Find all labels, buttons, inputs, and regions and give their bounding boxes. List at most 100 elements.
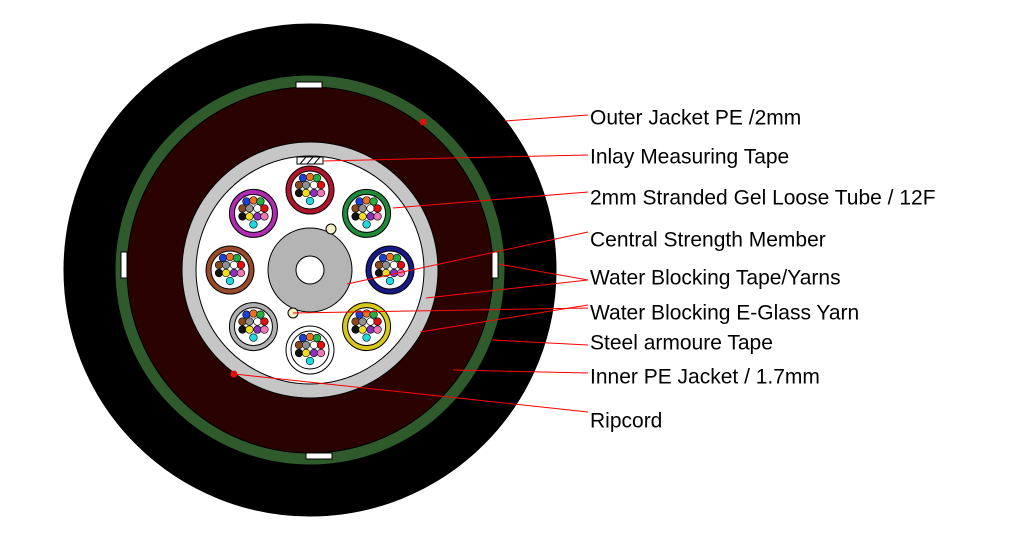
optical-fiber — [253, 204, 262, 213]
optical-fiber — [229, 260, 239, 270]
optical-fiber — [309, 340, 319, 350]
optical-fiber — [351, 325, 360, 334]
optical-fiber — [245, 317, 254, 326]
optical-fiber — [218, 253, 228, 263]
optical-fiber — [358, 317, 367, 326]
optical-fiber — [260, 325, 269, 334]
label-outer-jacket: Outer Jacket PE /2mm — [590, 107, 801, 130]
label-central-strength-member: Central Strength Member — [590, 229, 826, 252]
label-inlay-measuring-tape: Inlay Measuring Tape — [590, 146, 789, 169]
optical-fiber — [221, 260, 231, 270]
optical-fiber — [309, 180, 319, 190]
optical-fiber — [396, 260, 406, 270]
optical-fiber — [294, 340, 304, 350]
optical-fiber — [362, 196, 371, 205]
optical-fiber — [253, 317, 262, 326]
optical-fiber — [309, 188, 319, 198]
optical-fiber — [392, 253, 402, 263]
label-inner-pe-jacket: Inner PE Jacket / 1.7mm — [590, 366, 820, 389]
optical-fiber — [366, 212, 375, 221]
optical-fiber — [389, 260, 399, 270]
optical-fiber — [374, 268, 384, 278]
optical-fiber — [355, 197, 364, 206]
optical-fiber — [373, 325, 382, 334]
optical-fiber — [225, 276, 235, 286]
central-member-core — [295, 255, 325, 285]
optical-fiber — [366, 325, 375, 334]
leader-line-armour-tape — [419, 304, 589, 333]
optical-fiber — [351, 317, 360, 326]
optical-fiber — [358, 204, 367, 213]
optical-fiber — [358, 325, 367, 334]
optical-fiber — [256, 197, 265, 206]
optical-fiber — [232, 253, 242, 263]
optical-fiber — [312, 173, 322, 183]
optical-fiber — [294, 188, 304, 198]
optical-fiber — [381, 260, 391, 270]
label-steel-armour-tape: Steel armoure Tape — [590, 332, 773, 355]
optical-fiber — [229, 268, 239, 278]
ripcord — [419, 118, 427, 126]
optical-fiber — [214, 268, 224, 278]
optical-fiber — [221, 268, 231, 278]
leader-line-inner-jacket-2 — [452, 369, 589, 374]
optical-fiber — [305, 332, 315, 342]
optical-fiber — [245, 325, 254, 334]
leader-line-inner-jacket — [491, 339, 589, 346]
optical-fiber — [351, 212, 360, 221]
optical-fiber — [238, 325, 247, 334]
optical-fiber — [301, 180, 311, 190]
label-ripcord: Ripcord — [590, 410, 662, 433]
optical-fiber — [316, 348, 326, 358]
optical-fiber — [249, 333, 258, 342]
leader-line-water-blocking-tape-2 — [425, 279, 589, 299]
leader-line-inlay-tape — [322, 154, 589, 162]
inlay-tape-hatch — [299, 156, 307, 165]
optical-fiber — [358, 212, 367, 221]
optical-fiber — [305, 196, 315, 206]
optical-fiber — [316, 188, 326, 198]
armour-marker-bottom — [305, 452, 333, 460]
optical-fiber — [242, 310, 251, 319]
optical-fiber — [238, 317, 247, 326]
optical-fiber — [225, 252, 235, 262]
optical-fiber — [385, 276, 395, 286]
optical-fiber — [260, 317, 269, 326]
optical-fiber — [351, 204, 360, 213]
optical-fiber — [249, 309, 258, 318]
optical-fiber — [294, 180, 304, 190]
optical-fiber — [362, 309, 371, 318]
optical-fiber — [298, 173, 308, 183]
optical-fiber — [301, 340, 311, 350]
leader-line-ripcord — [233, 373, 589, 413]
optical-fiber — [253, 212, 262, 221]
optical-fiber — [369, 310, 378, 319]
leader-line-water-blocking-tape-1 — [497, 263, 589, 281]
armour-marker-top — [295, 81, 323, 89]
optical-fiber — [362, 220, 371, 229]
label-loose-tube: 2mm Stranded Gel Loose Tube / 12F — [590, 187, 936, 210]
optical-fiber — [253, 325, 262, 334]
optical-fiber — [366, 204, 375, 213]
optical-fiber — [238, 204, 247, 213]
leader-line-outer-jacket — [504, 114, 589, 122]
optical-fiber — [298, 333, 308, 343]
optical-fiber — [260, 212, 269, 221]
optical-fiber — [256, 310, 265, 319]
optical-fiber — [294, 348, 304, 358]
optical-fiber — [238, 212, 247, 221]
optical-fiber — [316, 180, 326, 190]
optical-fiber — [260, 204, 269, 213]
optical-fiber — [362, 333, 371, 342]
optical-fiber — [366, 317, 375, 326]
optical-fiber — [385, 252, 395, 262]
optical-fiber — [245, 204, 254, 213]
optical-fiber — [214, 260, 224, 270]
optical-fiber — [242, 197, 251, 206]
optical-fiber — [373, 317, 382, 326]
armour-marker-left — [120, 251, 128, 279]
optical-fiber — [309, 348, 319, 358]
optical-fiber — [373, 204, 382, 213]
inlay-tape-hatch — [306, 156, 314, 165]
